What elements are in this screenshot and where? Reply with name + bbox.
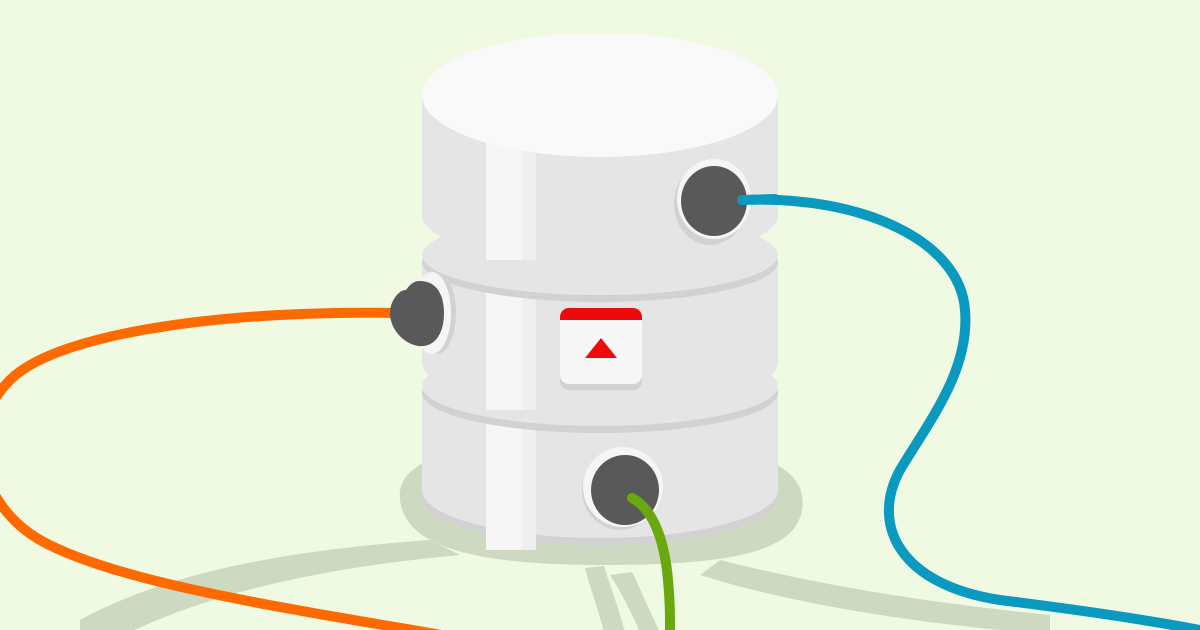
upload-badge [560, 308, 642, 390]
top-right-port [674, 159, 751, 245]
orange-cable [0, 307, 442, 630]
left-port [390, 272, 456, 354]
blue-cable [737, 194, 1200, 630]
green-cable [627, 493, 675, 630]
top-face [422, 33, 778, 157]
upload-arrow-icon [585, 338, 617, 358]
